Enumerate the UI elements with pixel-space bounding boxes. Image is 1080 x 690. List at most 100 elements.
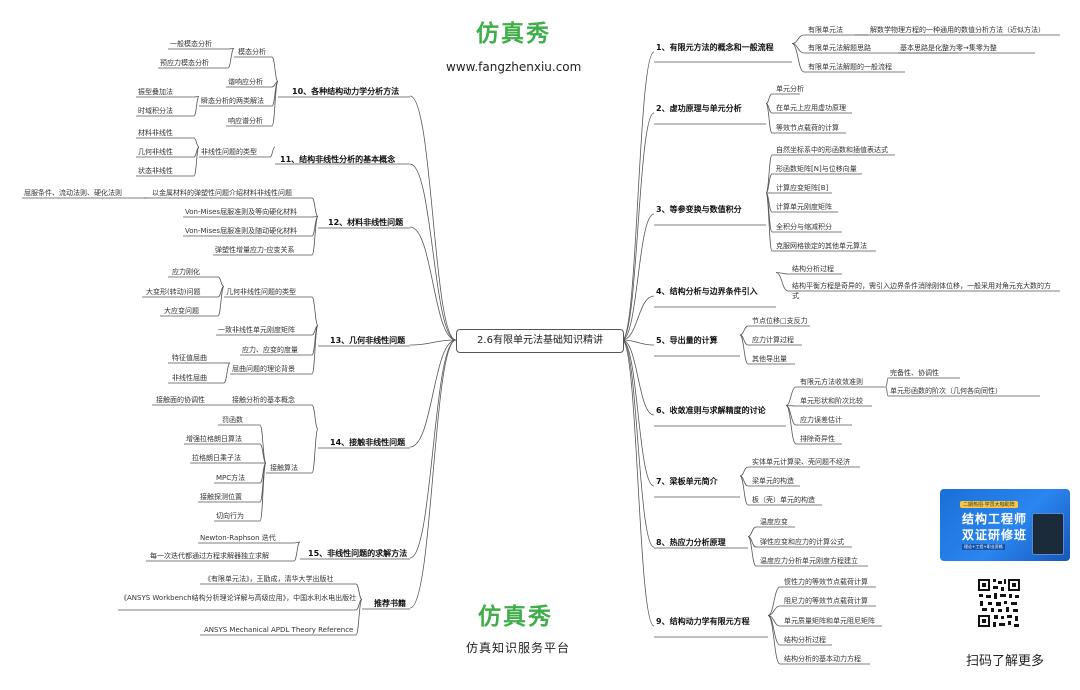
b1-item-1-sub: 解数学物理方程的一种通用的数值分析方法（近似方法）	[870, 26, 1045, 34]
b9-item-2: 阻尼力的等效节点载荷计算	[784, 597, 868, 605]
branch-11-title: 11、结构非线性分析的基本概念	[280, 155, 396, 164]
connector-line	[765, 173, 773, 194]
b10-item-2: 谐响应分析	[228, 78, 263, 86]
connector-line	[311, 216, 319, 256]
b13-type-1: 应力刚化	[172, 268, 200, 276]
connector-line	[227, 48, 235, 69]
b14-item-1: 接触分析的基本概念	[232, 396, 295, 404]
b9-item-4: 结构分析过程	[784, 636, 826, 644]
b1-item-2-sub: 基本思路是化整为零→集零为整	[900, 44, 997, 52]
connector-line	[765, 192, 773, 252]
b7-item-2: 梁单元的构造	[752, 477, 794, 485]
branch-13-title: 13、几何非线性问题	[330, 336, 406, 345]
b14-algo-6: 切向行为	[216, 512, 244, 520]
b11-item: 非线性问题的类型	[201, 148, 257, 156]
b10-modal-1: 一般模态分析	[170, 40, 212, 48]
center-to-left-branch-4	[409, 339, 457, 346]
b12-item-3: Von-Mises屈服准则及随动硬化材料	[185, 227, 298, 235]
b9-item-3: 单元质量矩阵和单元阻尼矩阵	[784, 617, 875, 625]
center-to-left-branch-7	[409, 339, 457, 609]
connector-line	[355, 599, 363, 636]
b13-type-3: 大应变问题	[164, 307, 199, 315]
connector-line	[765, 154, 773, 194]
b1-item-2: 有限单元法解题思路	[808, 44, 871, 52]
b3-item-6: 克服网格锁定的其他单元算法	[776, 242, 867, 250]
b2-item-2: 在单元上应用虚功原理	[776, 104, 846, 112]
brand-logo-top: 仿真秀	[476, 21, 551, 47]
connector-line	[747, 536, 757, 567]
qr-code-icon[interactable]	[976, 575, 1022, 631]
b3-item-1: 自然坐标系中的形函数和插值表达式	[776, 146, 888, 154]
course-ad-banner[interactable]: 二期热招·学员大咖助阵 结构工程师 双证研修班 理论+工程+职业资格	[940, 489, 1070, 561]
connector-line	[767, 586, 781, 616]
branch-6-title: 6、收敛准则与求解精度的讨论	[656, 406, 766, 415]
center-topic: 2.6有限单元法基础知识精讲	[456, 329, 624, 353]
center-to-branch-5	[621, 339, 655, 346]
b13-item-1: 几何非线性问题的类型	[226, 288, 296, 296]
center-to-branch-7	[621, 339, 655, 487]
branch-8-title: 8、热应力分析原理	[656, 538, 726, 547]
connector-line	[311, 428, 319, 474]
certificate-book-icon	[1032, 513, 1064, 555]
connector-line	[217, 286, 225, 317]
connector-line	[293, 541, 301, 562]
b5-item-3: 其他导出量	[752, 355, 787, 363]
b10-transient-2: 时域积分法	[138, 107, 173, 115]
book-2: 《ANSYS Workbench结构分析理论详解与高级应用》，中国水利水电出版社	[120, 594, 357, 602]
b12-item-1: 以金属材料的弹塑性问题介绍材料非线性问题	[152, 189, 292, 197]
b13-item-2: 一致非线性单元刚度矩阵	[218, 326, 295, 334]
b6-item-2: 单元形状和阶次比较	[800, 397, 863, 405]
b9-item-5: 结构分析的基本动力方程	[784, 655, 861, 663]
connector-line	[311, 296, 319, 326]
b4-item-2: 结构平衡方程是奇异的，需引入边界条件消除刚体位移，一般采用对角元充大数的方式	[792, 282, 1051, 300]
connector-line	[269, 146, 276, 158]
b13-buckling-1: 特征值屈曲	[172, 354, 207, 362]
branch-14-title: 14、接触非线性问题	[330, 438, 406, 447]
website-url[interactable]: www.fangzhenxiu.com	[446, 60, 582, 74]
connector-line	[311, 197, 319, 217]
b5-item-1: 节点位移□支反力	[752, 317, 808, 325]
connector-line	[775, 272, 789, 292]
connector-line	[311, 404, 319, 430]
b12-item-4: 弹塑性增量应力-应变关系	[215, 246, 295, 254]
b2-item-3: 等效节点载荷的计算	[776, 124, 839, 132]
book-3: ANSYS Mechanical APDL Theory Reference	[204, 626, 354, 634]
connector-line	[217, 276, 225, 287]
connector-line	[193, 146, 200, 177]
b14-algo-5: 接触探测位置	[200, 493, 242, 501]
center-to-left-branch-2	[409, 163, 457, 341]
connector-line	[271, 56, 279, 82]
branch-4-title: 4、结构分析与边界条件引入	[656, 287, 758, 296]
connector-line	[747, 526, 757, 537]
b6-item-1: 有限元方法收敛准则	[800, 378, 863, 386]
b10-item-1: 模态分析	[238, 48, 266, 56]
b10-transient-1: 振型叠加法	[138, 88, 173, 96]
connector-line	[271, 81, 279, 127]
b14-algo-2: 增强拉格朗日算法	[186, 435, 242, 443]
center-to-left-branch-6	[409, 339, 457, 559]
center-to-branch-8	[621, 339, 655, 548]
connector-line	[767, 605, 781, 616]
ad-tag: 二期热招·学员大咖助阵	[960, 501, 1018, 508]
b4-item-1: 结构分析过程	[792, 265, 834, 273]
center-to-left-branch-3	[409, 226, 457, 341]
b6-sub-2: 单元形函数的阶次（几何各向同性）	[890, 387, 1002, 395]
center-to-branch-4	[621, 295, 655, 341]
connector-line	[739, 325, 749, 336]
qr-caption: 扫码了解更多	[966, 654, 1045, 669]
b10-item-4: 响应谱分析	[228, 117, 263, 125]
brand-logo-bottom: 仿真秀	[478, 604, 553, 630]
connector-line	[791, 43, 805, 73]
b7-item-1: 实体单元计算梁、壳问题不经济	[752, 458, 850, 466]
connector-line	[765, 93, 773, 104]
branch-15-title: 15、非线性问题的求解方法	[308, 549, 408, 558]
connector-line	[791, 34, 805, 44]
branch-5-title: 5、导出量的计算	[656, 336, 718, 345]
branch-books-title: 推荐书籍	[374, 599, 406, 608]
b3-item-2: 形函数矩阵[N]与位移向量	[776, 165, 857, 173]
center-to-branch-9	[621, 339, 655, 627]
connector-line	[739, 475, 749, 506]
branch-9-title: 9、结构动力学有限元方程	[656, 617, 750, 626]
connector-line	[193, 137, 200, 148]
book-1: 《有限单元法》，王勖成，清华大学出版社	[204, 575, 334, 583]
